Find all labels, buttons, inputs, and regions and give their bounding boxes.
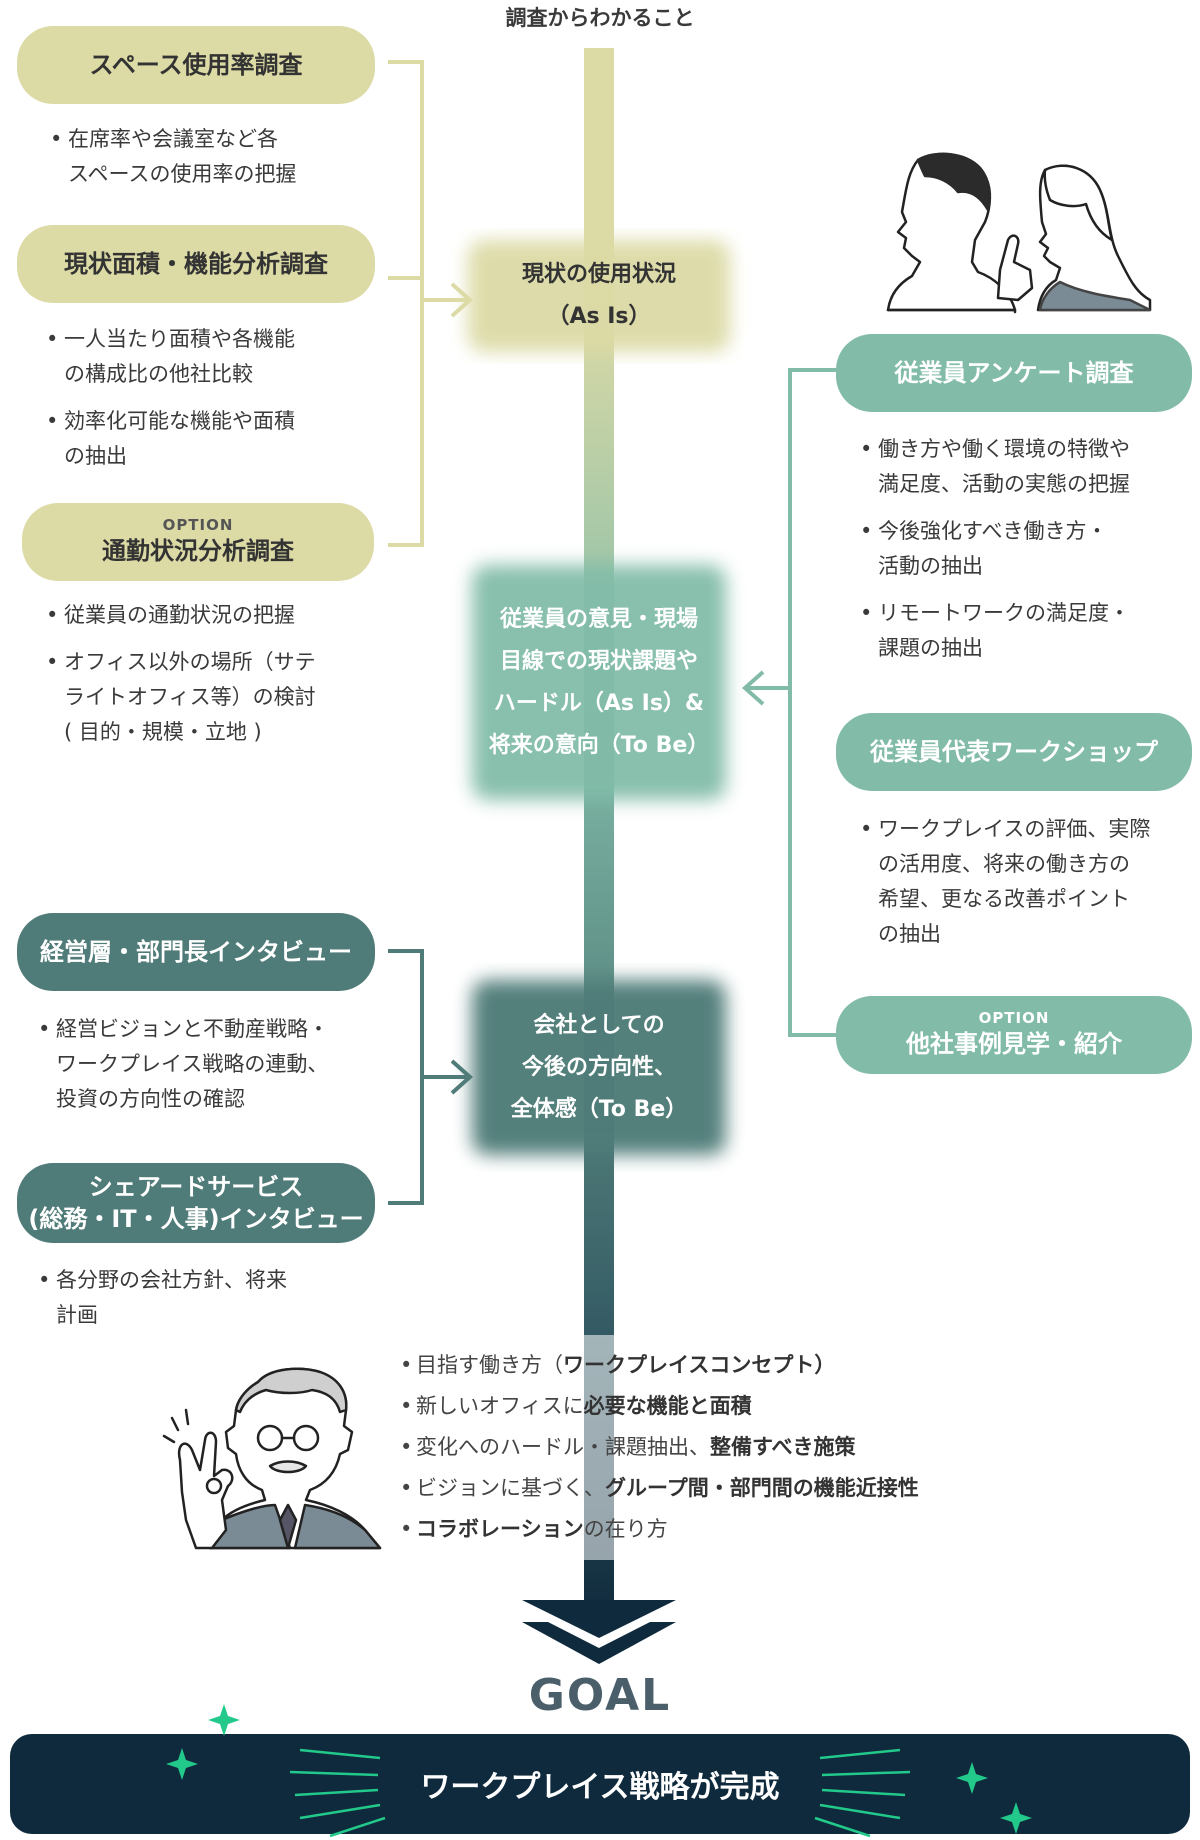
results-list: 目指す働き方（ワークプレイスコンセプト） 新しいオフィスに必要な機能と面積 変化… <box>400 1345 919 1550</box>
right-bracket <box>741 368 838 1037</box>
chevron-down-icon <box>522 1600 676 1664</box>
center-box-employee-view: 従業員の意見・現場 目線での現状課題や ハードル（As Is）& 将来の意向（T… <box>488 607 710 758</box>
bullets-employee-survey: 働き方や働く環境の特徴や 満足度、活動の実態の把握 今後強化すべき働き方・ 活動… <box>858 432 1193 678</box>
list-item: リモートワークの満足度・ 課題の抽出 <box>858 596 1193 666</box>
two-people-illustration <box>886 152 1152 314</box>
goal-banner <box>10 1734 1190 1834</box>
burst-lines <box>289 1748 911 1838</box>
bullets-shared-service: 各分野の会社方針、将来 計画 <box>36 1263 376 1345</box>
list-item: 経営ビジョンと不動産戦略・ ワークプレイス戦略の連動、 投資の方向性の確認 <box>36 1012 386 1117</box>
list-item: コラボレーションの在り方 <box>400 1509 919 1550</box>
bullets-executive: 経営ビジョンと不動産戦略・ ワークプレイス戦略の連動、 投資の方向性の確認 <box>36 1012 386 1129</box>
pill-employee-workshop: 従業員代表ワークショップ <box>836 713 1192 791</box>
header-title: 調査からわかること <box>505 6 695 30</box>
list-item: ビジョンに基づく、グループ間・部門間の機能近接性 <box>400 1468 919 1509</box>
list-item: 新しいオフィスに必要な機能と面積 <box>400 1386 919 1427</box>
pill-shared-service-interview: シェアードサービス (総務・IT・人事)インタビュー <box>17 1163 375 1243</box>
goal-label: GOAL <box>528 1670 672 1721</box>
goal-banner-text: ワークプレイス戦略が完成 <box>420 1770 780 1805</box>
pill-area-function-survey: 現状面積・機能分析調査 <box>17 225 375 303</box>
man-illustration <box>162 1367 382 1550</box>
list-item: 目指す働き方（ワークプレイスコンセプト） <box>400 1345 919 1386</box>
pill-commute-survey: OPTION 通勤状況分析調査 <box>22 503 374 581</box>
bullets-area-function: 一人当たり面積や各機能 の構成比の他社比較 効率化可能な機能や面積 の抽出 <box>44 322 374 486</box>
bullets-space-usage: 在席率や会議室など各 スペースの使用率の把握 <box>48 122 378 204</box>
list-item: オフィス以外の場所（サテ ライトオフィス等）の検討 ( 目的・規模・立地 ) <box>44 645 384 750</box>
pill-employee-survey: 従業員アンケート調査 <box>836 334 1192 412</box>
bullets-workshop: ワークプレイスの評価、実際 の活用度、将来の働き方の 希望、更なる改善ポイント … <box>858 812 1193 964</box>
list-item: 変化へのハードル・課題抽出、整備すべき施策 <box>400 1427 919 1468</box>
pill-space-usage-survey: スペース使用率調査 <box>17 26 375 104</box>
left-bracket-top <box>388 60 474 547</box>
left-bracket-bottom <box>388 949 474 1205</box>
list-item: 今後強化すべき働き方・ 活動の抽出 <box>858 514 1193 584</box>
list-item: 従業員の通勤状況の把握 <box>44 598 384 633</box>
center-box-as-is: 現状の使用状況 （As Is） <box>521 262 676 329</box>
sparkle-icon <box>166 1704 1032 1834</box>
list-item: 一人当たり面積や各機能 の構成比の他社比較 <box>44 322 374 392</box>
list-item: 働き方や働く環境の特徴や 満足度、活動の実態の把握 <box>858 432 1193 502</box>
list-item: ワークプレイスの評価、実際 の活用度、将来の働き方の 希望、更なる改善ポイント … <box>858 812 1193 952</box>
list-item: 在席率や会議室など各 スペースの使用率の把握 <box>48 122 378 192</box>
pill-case-study-tour: OPTION 他社事例見学・紹介 <box>836 996 1192 1074</box>
list-item: 効率化可能な機能や面積 の抽出 <box>44 404 374 474</box>
list-item: 各分野の会社方針、将来 計画 <box>36 1263 376 1333</box>
bullets-commute: 従業員の通勤状況の把握 オフィス以外の場所（サテ ライトオフィス等）の検討 ( … <box>44 598 384 762</box>
center-box-company-direction: 会社としての 今後の方向性、 全体感（To Be） <box>510 1013 688 1122</box>
pill-executive-interview: 経営層・部門長インタビュー <box>17 913 375 991</box>
